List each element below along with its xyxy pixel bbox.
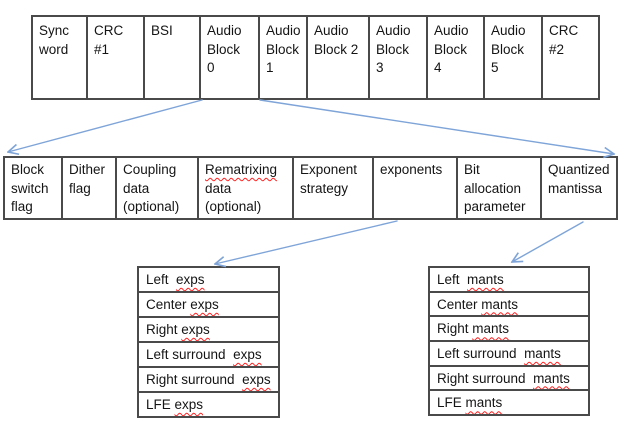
misspelled-word: mants: [465, 395, 503, 411]
mants-row-center-mants: Center mants: [430, 293, 588, 318]
exps-row-lfe-exps: LFE exps: [146, 397, 204, 412]
frame-cell-audio-block-0: Audio Block 0: [201, 17, 260, 98]
frame-cell-audio-block-4: Audio Block 4: [428, 17, 485, 98]
misspelled-word: exps: [190, 297, 219, 312]
frame-cell-audio-block-1: Audio Block 1: [260, 17, 308, 98]
misspelled-word: exps: [242, 372, 271, 387]
frame-cell-bsi: BSI: [145, 17, 201, 98]
exps-row-right-surround-exps: Right surround exps: [139, 368, 278, 393]
mants-row-lfe-mants: LFE mants: [437, 395, 503, 411]
frame-cell-audio-block-3: Audio Block 3: [370, 17, 428, 98]
mants-row-left-mants: Left mants: [430, 268, 588, 293]
exps-row-left-surround-exps: Left surround exps: [139, 343, 278, 368]
frame-cell-crc-2: CRC #2: [549, 23, 579, 57]
block-cell-coupling-data-optional: Coupling data (optional): [117, 158, 199, 218]
exps-row-right-exps: Right exps: [139, 318, 278, 343]
block-cell-quantized-mantissa: Quantized mantissa: [548, 162, 610, 196]
frame-cell-audio-block-5: Audio Block 5: [485, 17, 543, 98]
block-cell-dither-flag: Dither flag: [63, 158, 117, 218]
arrow-quantized-mantissa-to-mants-table: [512, 221, 584, 262]
mants-row-right-surround-mants: Right surround mants: [430, 367, 588, 392]
frame-cell-crc-1: CRC #1: [88, 17, 145, 98]
block-cell-block-switch-flag: Block switch flag: [5, 158, 63, 218]
misspelled-word: exps: [174, 397, 204, 412]
misspelled-word: mants: [472, 321, 510, 337]
mants-row-left-surround-mants: Left surround mants: [430, 342, 588, 367]
block-cell-rematrixing-data-optional: Rematrixing data (optional): [199, 158, 294, 218]
block-cell-bit-allocation-parameter: Bit allocation parameter: [458, 158, 542, 218]
exps-row-center-exps: Center exps: [139, 293, 278, 318]
mants-row-right-mants: Right mants: [430, 317, 588, 343]
arrow-exponents-to-exps-table: [215, 220, 398, 264]
frame-cell-audio-block-2: Audio Block 2: [308, 17, 370, 98]
misspelled-word: mants: [467, 272, 504, 287]
misspelled-word: exps: [233, 347, 262, 362]
misspelled-word: exps: [176, 272, 205, 287]
arrow-audio-block-0-to-block-row: [8, 99, 203, 152]
misspelled-word: mants: [533, 370, 570, 386]
arrow-audio-block-1-to-block-row: [259, 99, 614, 154]
misspelled-word: exps: [181, 322, 210, 337]
misspelled-word: Rematrixing: [205, 162, 278, 177]
misspelled-word: mants: [524, 346, 561, 362]
exps-row-left-exps: Left exps: [139, 268, 278, 293]
frame-cell-sync-word: Sync word: [33, 17, 88, 98]
block-cell-exponents: exponents: [374, 158, 458, 218]
block-cell-exponent-strategy: Exponent strategy: [294, 158, 374, 218]
misspelled-word: mants: [481, 296, 519, 312]
